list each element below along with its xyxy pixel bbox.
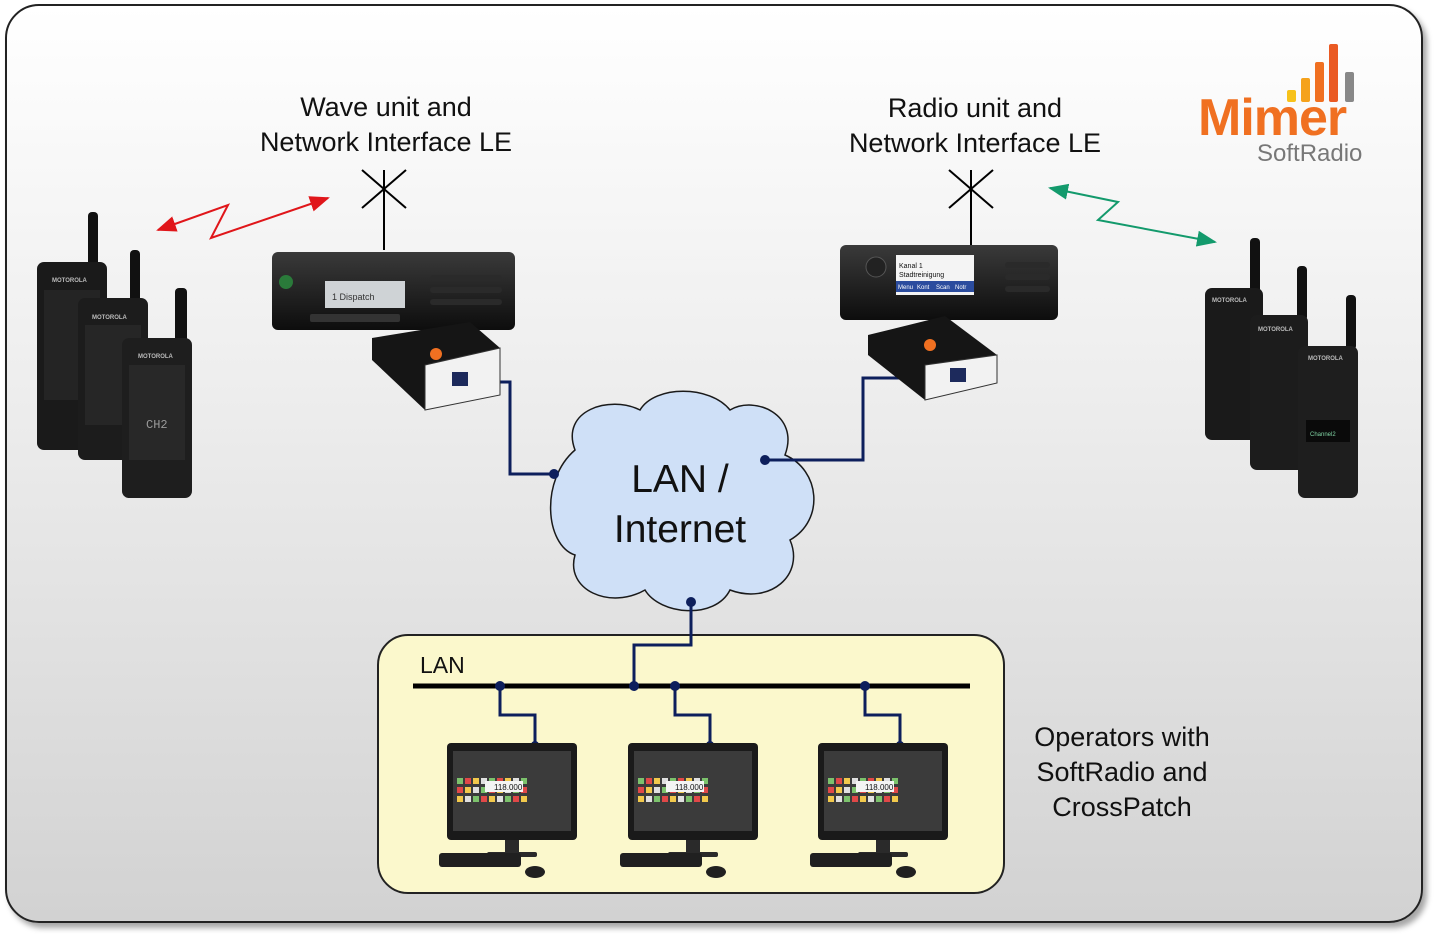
softkey-label: Scan bbox=[936, 285, 950, 291]
portable-brand-text: MOTOROLA bbox=[92, 315, 128, 321]
logo-subtitle: SoftRadio bbox=[1257, 140, 1363, 167]
wave-unit-label-line2: Network Interface LE bbox=[259, 127, 513, 157]
operator-workstation: 118.000 bbox=[439, 743, 577, 878]
operator-frequency: 118.000 bbox=[494, 783, 523, 792]
mobile-radio-display-line2: Stadtreinigung bbox=[899, 272, 944, 279]
logo-bar bbox=[1301, 78, 1310, 102]
cloud-label-line2: Internet bbox=[613, 508, 747, 551]
operators-label: Operators with SoftRadio and CrossPatch bbox=[1000, 720, 1244, 825]
cloud-label-line1: LAN / bbox=[631, 458, 729, 501]
logo-bar bbox=[1315, 62, 1324, 102]
network-interface-box-right bbox=[868, 316, 998, 401]
radio-link-left bbox=[156, 196, 330, 240]
mobile-radio-display: 1 Dispatch bbox=[332, 292, 375, 302]
operator-workstations: 118.000 118.000 118.000 bbox=[439, 743, 948, 878]
cloud-label: LAN / Internet bbox=[570, 455, 790, 555]
lan-label: LAN bbox=[420, 652, 465, 678]
logo-bar bbox=[1345, 72, 1354, 102]
mobile-radio-display-line1: Kanal 1 bbox=[899, 263, 923, 270]
portable-brand-text: MOTOROLA bbox=[1308, 356, 1344, 362]
portable-brand-text: MOTOROLA bbox=[52, 278, 88, 284]
portable-radios-right bbox=[1205, 238, 1358, 498]
operator-frequency: 118.000 bbox=[675, 783, 704, 792]
softkey-label: Menu bbox=[898, 285, 913, 291]
operator-frequency: 118.000 bbox=[865, 783, 894, 792]
logo-wordmark: Mimer bbox=[1198, 89, 1347, 147]
wave-unit-label-line1: Wave unit and bbox=[300, 92, 472, 122]
softkey-label: Notr bbox=[955, 285, 966, 291]
logo-bar bbox=[1329, 44, 1338, 102]
radio-unit-label-line2: Network Interface LE bbox=[848, 128, 1102, 158]
wave-unit-label: Wave unit and Network Interface LE bbox=[226, 90, 546, 160]
operators-label-line3: CrossPatch bbox=[1052, 792, 1192, 822]
network-interface-box-left bbox=[372, 322, 501, 411]
radio-unit-mobile bbox=[840, 245, 1058, 320]
logo-bar bbox=[1287, 90, 1296, 102]
radio-unit-label: Radio unit and Network Interface LE bbox=[815, 91, 1135, 161]
lan-internet-cloud bbox=[549, 390, 815, 612]
mimer-softradio-logo: Mimer SoftRadio bbox=[1195, 40, 1365, 170]
operator-workstation: 118.000 bbox=[810, 743, 948, 878]
portable-brand-text: MOTOROLA bbox=[1258, 327, 1294, 333]
antenna-right bbox=[948, 169, 994, 247]
portable-channel-display: Channel2 bbox=[1310, 432, 1336, 438]
operators-label-line1: Operators with bbox=[1034, 722, 1210, 752]
portable-channel-display: CH2 bbox=[146, 418, 168, 432]
radio-link-right bbox=[1048, 183, 1217, 247]
portable-brand-text: MOTOROLA bbox=[138, 354, 174, 360]
antenna-left bbox=[361, 169, 407, 250]
portable-radios-left bbox=[37, 212, 192, 498]
mobile-radio-softkeys: Menu Kont Scan Notr bbox=[898, 285, 966, 291]
portable-brand-text: MOTOROLA bbox=[1212, 298, 1248, 304]
wave-mobile-radio bbox=[272, 252, 515, 330]
radio-unit-label-line1: Radio unit and bbox=[887, 93, 1063, 123]
operator-workstation: 118.000 bbox=[620, 743, 758, 878]
softkey-label: Kont bbox=[917, 285, 930, 291]
operators-label-line2: SoftRadio and bbox=[1036, 757, 1208, 787]
